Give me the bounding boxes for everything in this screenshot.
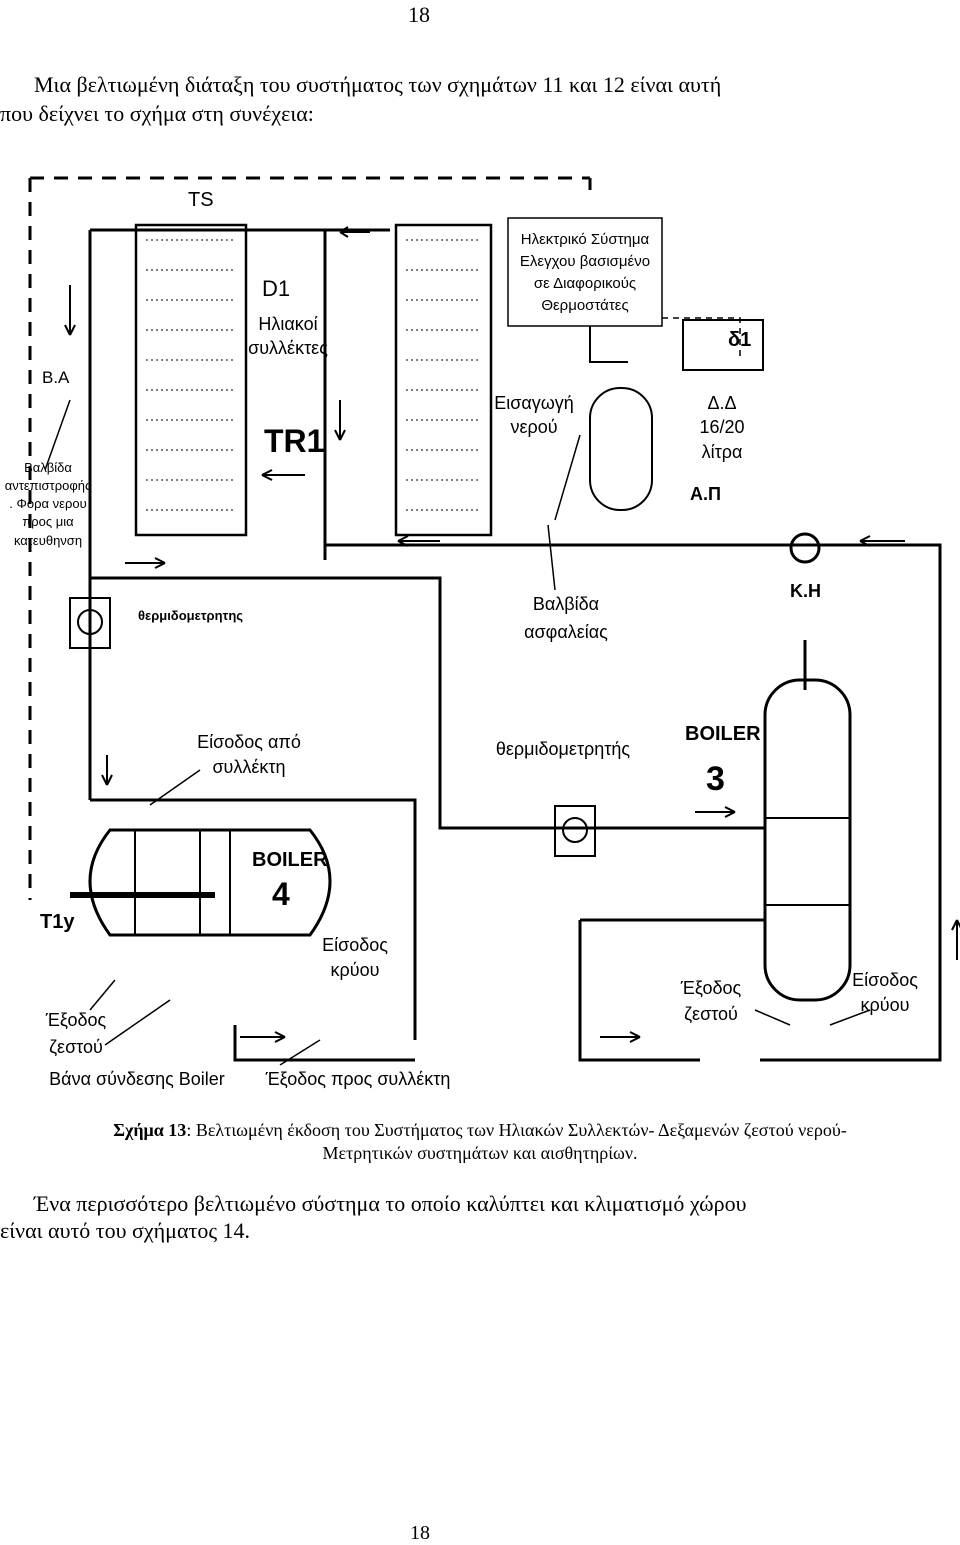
label-ba: Β.Α xyxy=(42,368,70,387)
closing-paragraph-line-2: είναι αυτό του σχήματος 14. xyxy=(0,1218,251,1243)
solar-system-diagram: TS D1 Ηλιακοί συλλέκτες TR1 Β.Α Βαλβίδα … xyxy=(5,176,960,1089)
label-check-valve-line-3: . Φορα νερου xyxy=(9,496,86,511)
label-cold-inlet-left-line-2: κρύου xyxy=(331,960,380,980)
figure-caption-line-2: Μετρητικών συστημάτων και αισθητηρίων. xyxy=(322,1143,638,1163)
label-kh: Κ.Η xyxy=(790,581,821,601)
page-number-top: 18 xyxy=(408,2,430,27)
intro-paragraph-line-2: που δείχνει το σχήμα στη συνέχεια: xyxy=(0,101,314,126)
label-solar-collectors-line-2: συλλέκτες xyxy=(248,338,328,358)
label-boiler3-number: 3 xyxy=(706,760,725,798)
figure-caption-text: : Βελτιωμένη έκδοση του Συστήματος των Η… xyxy=(186,1120,847,1140)
label-boiler4-title: BOILER xyxy=(252,849,328,871)
label-outlet-to-collector: Έξοδος προς συλλέκτη xyxy=(265,1069,451,1089)
label-inlet-from-collector-line-2: συλλέκτη xyxy=(212,757,285,777)
label-dd-line-2: 16/20 xyxy=(699,417,744,437)
label-cold-inlet-left-line-1: Είσοδος xyxy=(322,935,388,955)
label-boiler3-title: BOILER xyxy=(685,723,761,745)
label-boiler-connection-valve: Βάνα σύνδεσης Boiler xyxy=(49,1069,225,1089)
label-check-valve-line-2: αντεπιστροφής xyxy=(5,478,92,493)
label-ts: TS xyxy=(188,189,214,211)
label-solar-collectors-line-1: Ηλιακοί xyxy=(258,314,317,334)
intro-paragraph-line-1: Μια βελτιωμένη διάταξη του συστήματος τω… xyxy=(34,72,722,97)
label-hot-outlet-right-line-2: ζεστού xyxy=(684,1004,738,1024)
label-inlet-from-collector-line-1: Είσοδος από xyxy=(197,732,301,752)
label-control-system-line-4: Θερμοστάτες xyxy=(541,297,628,314)
label-hot-outlet-left-line-1: Έξοδος xyxy=(45,1010,107,1030)
label-check-valve-line-1: Βαλβίδα xyxy=(24,460,72,475)
label-ap: Α.Π xyxy=(690,484,721,504)
label-water-inlet-line-1: Εισαγωγή xyxy=(494,393,574,413)
label-check-valve-line-4: προς μια xyxy=(22,514,74,529)
figure-caption: Σχήμα 13: Βελτιωμένη έκδοση του Συστήματ… xyxy=(0,1118,960,1142)
label-check-valve-line-5: κατευθηνση xyxy=(14,533,82,548)
closing-paragraph-line-1: Ένα περισσότερο βελτιωμένο σύστημα το οπ… xyxy=(34,1191,747,1216)
figure-caption-label: Σχήμα 13 xyxy=(113,1120,187,1140)
label-cold-inlet-right-line-1: Είσοδος xyxy=(852,970,918,990)
label-dd-line-1: Δ.Δ xyxy=(707,393,736,413)
label-tr1: TR1 xyxy=(264,423,324,459)
label-safety-valve-line-1: Βαλβίδα xyxy=(533,594,599,614)
label-d1: D1 xyxy=(262,276,290,301)
label-delta1: δ1 xyxy=(728,329,751,351)
page-number-bottom: 18 xyxy=(410,1522,430,1544)
label-thermometer-small: θερμιδομετρητης xyxy=(138,608,243,623)
label-hot-outlet-left-line-2: ζεστού xyxy=(49,1037,103,1057)
label-t1y: T1y xyxy=(40,911,75,933)
label-thermometer: θερμιδομετρητής xyxy=(496,739,631,759)
label-hot-outlet-right-line-1: Έξοδος xyxy=(680,978,742,998)
label-control-system-line-1: Ηλεκτρικό Σύστημα xyxy=(521,231,650,248)
label-dd-line-3: λίτρα xyxy=(702,442,743,462)
label-control-system-line-3: σε Διαφορικούς xyxy=(534,275,636,292)
label-water-inlet-line-2: νερού xyxy=(510,417,557,437)
label-control-system-line-2: Ελεγχου βασισμένο xyxy=(520,253,650,270)
label-boiler4-number: 4 xyxy=(272,876,290,912)
label-cold-inlet-right-line-2: κρύου xyxy=(861,995,910,1015)
label-safety-valve-line-2: ασφαλείας xyxy=(524,622,608,642)
